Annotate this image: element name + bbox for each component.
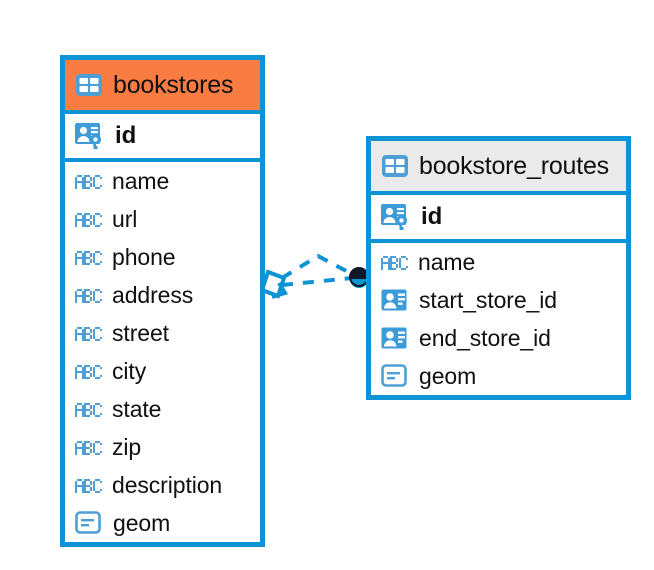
field-label: url [112, 205, 138, 232]
zero-or-one-diamond-marker [259, 269, 289, 299]
field-label: start_store_id [419, 286, 557, 313]
field-row[interactable]: city [65, 352, 260, 390]
field-label: street [112, 319, 169, 346]
relationship-line-straight [281, 276, 353, 287]
foreign-key-icon [381, 326, 409, 350]
geometry-icon [75, 510, 103, 536]
entity-title: bookstores [113, 70, 234, 99]
abc-text-icon [75, 211, 102, 227]
abc-text-icon [75, 287, 102, 303]
field-list-bookstore-routes: name start_store_id [371, 243, 626, 395]
table-icon [75, 73, 103, 97]
field-row-primary-key[interactable]: id [65, 114, 260, 162]
field-label: description [112, 471, 223, 498]
field-row[interactable]: street [65, 314, 260, 352]
abc-text-icon [75, 477, 102, 493]
abc-text-icon [381, 254, 408, 270]
geometry-icon [381, 363, 409, 389]
abc-text-icon [75, 325, 102, 341]
field-label: address [112, 281, 194, 308]
entity-header-bookstores[interactable]: bookstores [65, 60, 260, 114]
field-row[interactable]: phone [65, 238, 260, 276]
relationship-line-arc [280, 253, 353, 280]
entity-table-bookstores[interactable]: bookstores id [60, 55, 265, 547]
foreign-key-icon [381, 288, 409, 312]
abc-text-icon [75, 439, 102, 455]
entity-table-bookstore-routes[interactable]: bookstore_routes [366, 136, 631, 400]
field-row[interactable]: description [65, 466, 260, 504]
field-list-bookstores: name [65, 162, 260, 542]
field-label: id [421, 203, 443, 230]
field-row[interactable]: state [65, 390, 260, 428]
field-label: end_store_id [419, 324, 551, 351]
table-icon [381, 154, 409, 178]
entity-header-bookstore-routes[interactable]: bookstore_routes [371, 141, 626, 195]
abc-text-icon [75, 363, 102, 379]
field-row[interactable]: name [371, 243, 626, 281]
primary-key-icon [381, 203, 411, 231]
field-row[interactable]: name [65, 162, 260, 200]
entity-title: bookstore_routes [419, 151, 609, 180]
field-row[interactable]: geom [65, 504, 260, 542]
field-row[interactable]: geom [371, 357, 626, 395]
field-label: name [112, 167, 170, 194]
abc-text-icon [75, 249, 102, 265]
field-label: geom [113, 509, 171, 536]
field-label: state [112, 395, 162, 422]
primary-key-icon [75, 122, 105, 150]
field-label: geom [419, 362, 477, 389]
field-row[interactable]: start_store_id [371, 281, 626, 319]
field-label: name [418, 248, 476, 275]
field-label: id [115, 122, 137, 149]
field-row[interactable]: url [65, 200, 260, 238]
field-label: phone [112, 243, 176, 270]
field-row[interactable]: zip [65, 428, 260, 466]
field-row[interactable]: end_store_id [371, 319, 626, 357]
field-row[interactable]: address [65, 276, 260, 314]
abc-text-icon [75, 401, 102, 417]
abc-text-icon [75, 173, 102, 189]
field-label: zip [112, 433, 142, 460]
field-row-primary-key[interactable]: id [371, 195, 626, 243]
field-label: city [112, 357, 147, 384]
